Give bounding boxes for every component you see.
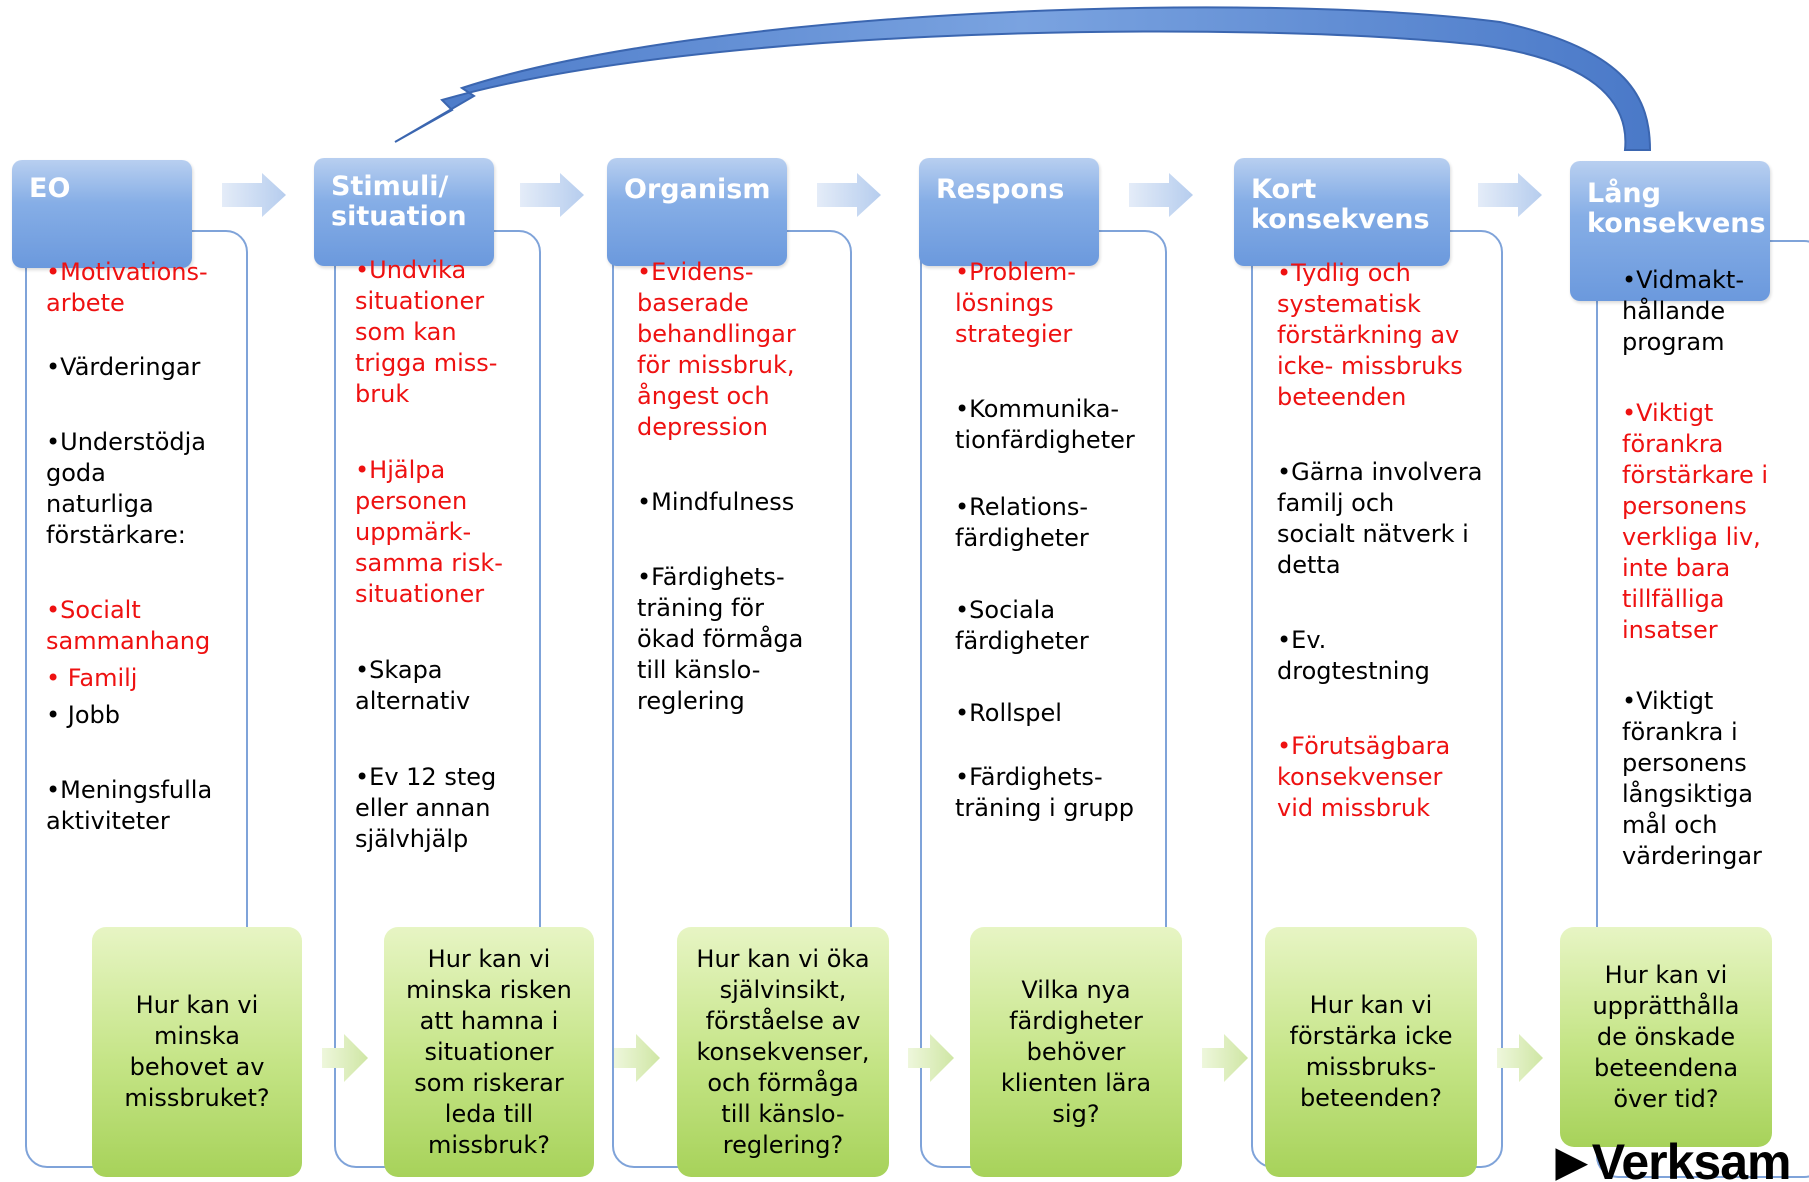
list-item: •Skapa alternativ <box>355 656 471 715</box>
header-line: Kort <box>1251 174 1317 205</box>
list-item: •Värderingar <box>46 353 201 381</box>
list-item: •Motivations- arbete <box>46 258 208 317</box>
list-item: •Relations- färdigheter <box>955 493 1089 552</box>
header-line: konsekvens <box>1587 208 1766 239</box>
flow-arrow <box>908 1034 954 1082</box>
header-line: Organism <box>624 174 771 205</box>
column-header-kort-konsekvens: Kort konsekvens <box>1234 158 1450 266</box>
item-list-organism: •Evidens- baserade behandlingar för miss… <box>637 257 857 717</box>
question-box-organism: Hur kan vi öka självinsikt, förståelse a… <box>677 927 889 1177</box>
flow-arrow <box>322 1034 368 1082</box>
list-item: •Mindfulness <box>637 488 795 516</box>
item-list-stimuli: •Undvika situationer som kan trigga miss… <box>355 255 545 855</box>
list-item: •Viktigt förankra förstärkare i personen… <box>1622 399 1769 644</box>
list-item: •Socialt sammanhang <box>46 596 211 655</box>
item-list-kort-konsekvens: •Tydlig och systematisk förstärkning av … <box>1277 258 1502 824</box>
flow-arrow <box>520 173 584 217</box>
list-item: •Kommunika- tionfärdigheter <box>955 395 1135 454</box>
flow-arrow <box>222 173 286 217</box>
flow-arrow <box>1478 173 1542 217</box>
list-item: •Tydlig och systematisk förstärkning av … <box>1277 259 1463 411</box>
list-item: •Meningsfulla aktiviteter <box>46 776 213 835</box>
flow-arrow <box>1202 1034 1248 1082</box>
column-header-eo: EO <box>12 160 192 268</box>
flow-arrow <box>1129 173 1193 217</box>
flow-arrow <box>817 173 881 217</box>
list-item: •Sociala färdigheter <box>955 596 1089 655</box>
flow-arrow <box>1497 1034 1543 1082</box>
item-list-respons: •Problem- lösnings strategier •Kommunika… <box>955 257 1175 824</box>
list-item: •Evidens- baserade behandlingar för miss… <box>637 258 796 441</box>
question-box-respons: Vilka nya färdigheter behöver klienten l… <box>970 927 1182 1177</box>
item-list-lang-konsekvens: •Vidmakt- hållande program •Viktigt föra… <box>1622 265 1809 872</box>
list-item: • Familj <box>46 664 138 692</box>
list-item: •Gärna involvera familj och socialt nätv… <box>1277 458 1483 579</box>
flow-arrows-top <box>222 173 1542 217</box>
column-header-stimuli: Stimuli/ situation <box>314 158 494 266</box>
feedback-arrow <box>394 6 1652 151</box>
header-line: situation <box>331 201 467 232</box>
list-item: •Viktigt förankra i personens långsiktig… <box>1622 687 1762 870</box>
column-header-lang-konsekvens: Lång konsekvens <box>1570 161 1770 301</box>
list-item: •Ev 12 steg eller annan självhjälp <box>355 763 497 853</box>
list-item: •Hjälpa personen uppmärk- samma risk- si… <box>355 456 503 608</box>
list-item: •Vidmakt- hållande program <box>1622 266 1745 356</box>
verksam-logo: ▶Verksam <box>1556 1134 1792 1182</box>
list-item: •Problem- lösnings strategier <box>955 258 1076 348</box>
list-item: •Färdighets- träning i grupp <box>955 763 1135 822</box>
list-item: •Undvika situationer som kan trigga miss… <box>355 256 498 408</box>
header-line: Lång <box>1587 178 1661 209</box>
list-item: •Understödja goda naturliga förstärkare: <box>46 428 207 549</box>
header-line: EO <box>29 173 71 204</box>
flow-arrow <box>614 1034 660 1082</box>
list-item: •Förutsägbara konsekvenser vid missbruk <box>1277 732 1451 822</box>
header-line: Stimuli/ <box>331 171 449 202</box>
column-header-respons: Respons <box>919 158 1099 266</box>
item-list-eo: •Motivations- arbete •Värderingar •Under… <box>46 257 246 837</box>
header-line: Respons <box>936 174 1065 205</box>
list-item: •Färdighets- träning för ökad förmåga ti… <box>637 563 804 715</box>
question-box-kort-konsekvens: Hur kan vi förstärka icke missbruks- bet… <box>1265 927 1477 1177</box>
question-box-eo: Hur kan vi minska behovet av missbruket? <box>92 927 302 1177</box>
list-item: •Rollspel <box>955 699 1062 727</box>
list-item: •Ev. drogtestning <box>1277 626 1430 685</box>
column-header-organism: Organism <box>607 158 787 266</box>
question-box-stimuli: Hur kan vi minska risken att hamna i sit… <box>384 927 594 1177</box>
list-item: • Jobb <box>46 701 121 729</box>
question-box-lang-konsekvens: Hur kan vi upprätthålla de önskade betee… <box>1560 927 1772 1147</box>
header-line: konsekvens <box>1251 204 1430 235</box>
play-triangle-icon: ▶ <box>1556 1140 1587 1182</box>
